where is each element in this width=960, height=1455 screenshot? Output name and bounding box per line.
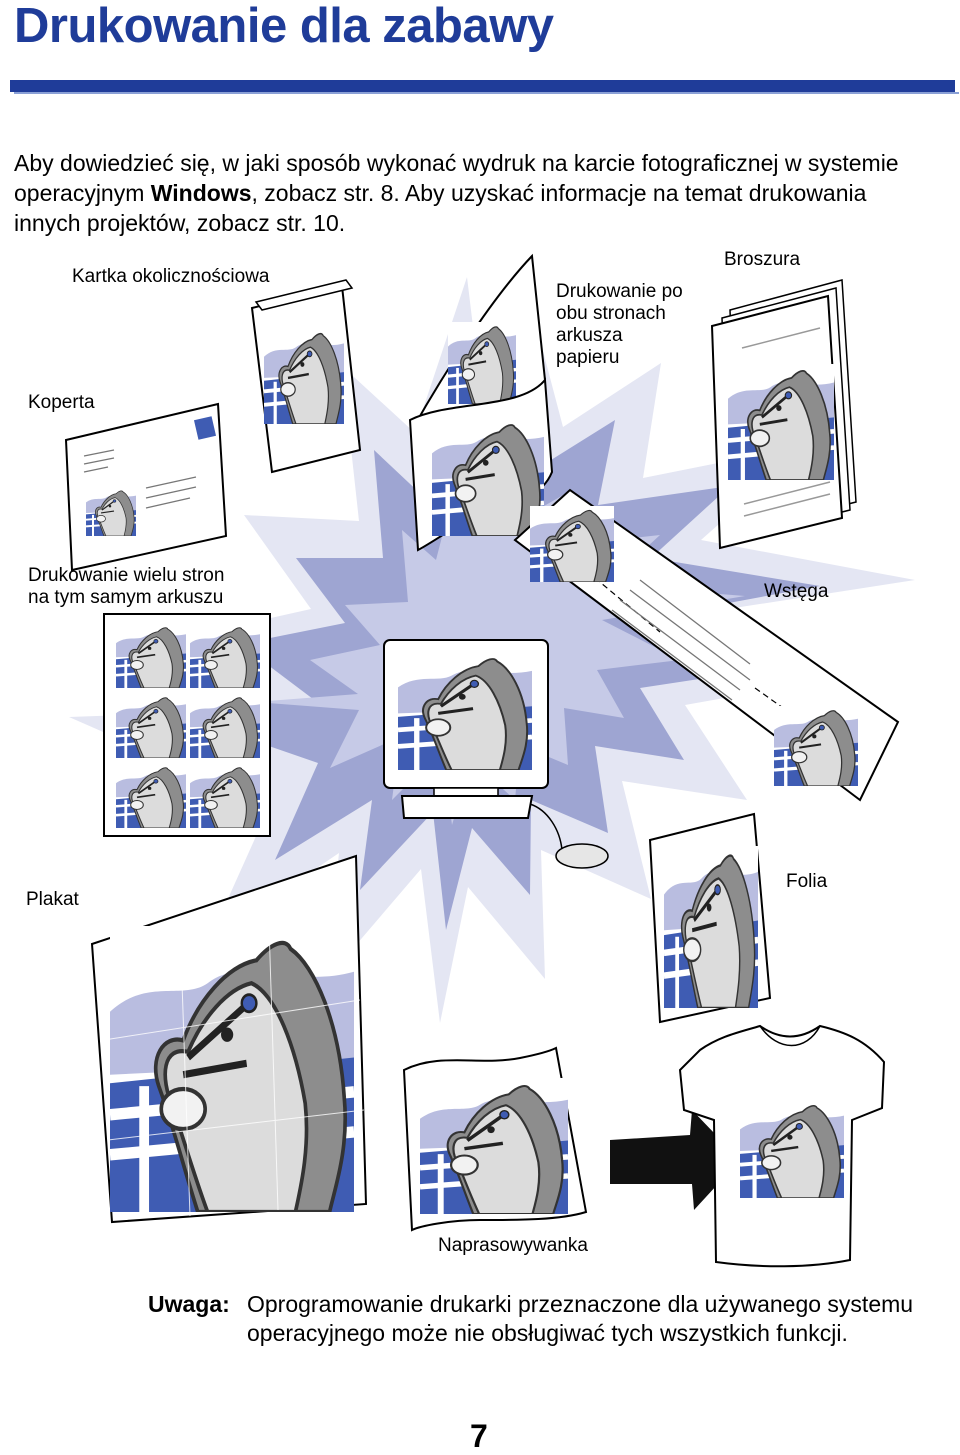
label-envelope: Koperta xyxy=(28,392,95,413)
duplex-page xyxy=(408,253,554,552)
title-rule-shadow xyxy=(14,92,959,94)
page-number: 7 xyxy=(470,1418,488,1454)
label-duplex-line-4: papieru xyxy=(556,347,620,368)
computer xyxy=(383,639,609,869)
transparency xyxy=(648,812,772,1024)
iron-on-sheet xyxy=(402,1046,588,1232)
greeting-card xyxy=(250,279,362,474)
starburst-core xyxy=(255,440,745,825)
note-text: Oprogramowanie drukarki przeznaczone dla… xyxy=(247,1291,914,1346)
brochure xyxy=(710,279,857,550)
label-duplex-line-3: arkusza xyxy=(556,325,623,346)
iron-on-arrow xyxy=(610,1110,740,1210)
note-key: Uwaga: xyxy=(148,1291,230,1317)
label-n-up: Drukowanie wielu stron na tym samym arku… xyxy=(28,565,224,609)
label-iron-on: Naprasowywanka xyxy=(438,1235,588,1256)
label-poster: Plakat xyxy=(26,889,79,910)
envelope xyxy=(64,402,228,572)
label-duplex-line-2: obu stronach xyxy=(556,303,666,324)
label-transparency: Folia xyxy=(786,871,828,892)
title-rule xyxy=(10,80,955,92)
label-banner: Wstęga xyxy=(764,581,829,602)
label-n-up-line-1: Drukowanie wielu stron xyxy=(28,565,225,586)
intro-text-2: , zobacz str. 8. Aby uzyskać informacje … xyxy=(14,180,867,236)
label-brochure: Broszura xyxy=(724,249,801,270)
intro-windows: Windows xyxy=(150,180,252,206)
label-duplex: Drukowanie po obu stronach arkusza papie… xyxy=(556,281,683,369)
t-shirt xyxy=(678,1024,886,1268)
n-up-sheet xyxy=(103,613,271,837)
intro-paragraph: Aby dowiedzieć się, w jaki sposób wykona… xyxy=(14,148,934,238)
illustration xyxy=(64,253,915,1268)
page-title: Drukowanie dla zabawy xyxy=(14,0,554,53)
label-n-up-line-2: na tym samym arkuszu xyxy=(28,587,224,608)
intro-text-1: Aby dowiedzieć się, w jaki sposób wykona… xyxy=(14,150,899,206)
poster xyxy=(90,854,368,1224)
label-greeting-card: Kartka okolicznościowa xyxy=(72,266,270,287)
label-duplex-line-1: Drukowanie po xyxy=(556,281,683,302)
banner xyxy=(513,488,900,802)
